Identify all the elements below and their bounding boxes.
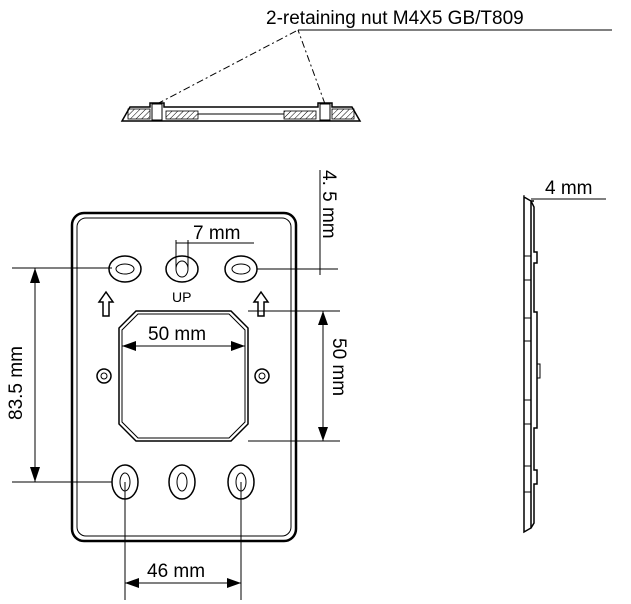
section-hatch-left (127, 108, 151, 120)
side-outline (523, 195, 532, 534)
screw-right-inner (258, 372, 266, 380)
dim-slot-width: 7 mm (175, 223, 254, 269)
section-hatch-right (331, 108, 355, 120)
front-view: UP (70, 211, 298, 543)
dim-depth-label: 4. 5 mm (318, 170, 339, 239)
slot-top-right-inner (231, 263, 251, 275)
screw-left-inner (100, 372, 108, 380)
plate-outline (70, 211, 298, 543)
side-view: 4 mm (523, 178, 606, 534)
retaining-nut-label: 2-retaining nut M4X5 GB/T809 (266, 8, 524, 29)
dim-side-label: 4 mm (545, 178, 593, 199)
center-window (118, 310, 249, 442)
slot-top-center (165, 255, 199, 283)
leader-nut-right (297, 29, 326, 105)
side-notch (536, 363, 541, 379)
section-outline (120, 102, 362, 122)
dim-window-width: 50 mm (122, 324, 245, 351)
top-slots (108, 255, 258, 283)
dim-window-height: 50 mm (248, 310, 349, 442)
slot-top-center-inner (175, 260, 189, 278)
up-arrow-left-icon (97, 290, 115, 317)
slot-top-left-inner (115, 263, 135, 275)
dim-depth: 4. 5 mm (257, 170, 339, 275)
side-profile (530, 200, 538, 529)
screw-left (96, 368, 112, 384)
up-marker: UP (172, 289, 191, 305)
up-arrow-right-icon (252, 290, 270, 317)
nut-right (319, 103, 331, 121)
section-hatch-right-inner (283, 110, 317, 120)
dim-bottom-spacing: 46 mm (124, 482, 242, 600)
dim-bottom-label: 46 mm (147, 561, 205, 582)
side-tab-bottom (523, 465, 532, 493)
plate-inner-outline (76, 217, 292, 537)
slot-bottom-center-inner (176, 472, 188, 492)
dim-window-width-label: 50 mm (148, 324, 206, 345)
leader-nut-left (156, 29, 299, 105)
bottom-slots (111, 464, 255, 500)
section-view: 2-retaining nut M4X5 GB/T809 (120, 8, 612, 122)
nut-left (151, 103, 163, 121)
center-window-inner (121, 313, 246, 439)
slot-top-right (224, 255, 258, 283)
section-hatch-left-inner (165, 110, 199, 120)
side-tab-mid (523, 317, 532, 425)
slot-bottom-center (168, 464, 196, 500)
dim-height-label: 83.5 mm (6, 346, 27, 420)
dim-window-height-label: 50 mm (328, 338, 349, 396)
side-tab-top (523, 255, 532, 281)
dim-height: 83.5 mm (6, 267, 112, 483)
slot-top-left (108, 255, 142, 283)
screw-right (254, 368, 270, 384)
dim-slot-label: 7 mm (193, 223, 241, 244)
